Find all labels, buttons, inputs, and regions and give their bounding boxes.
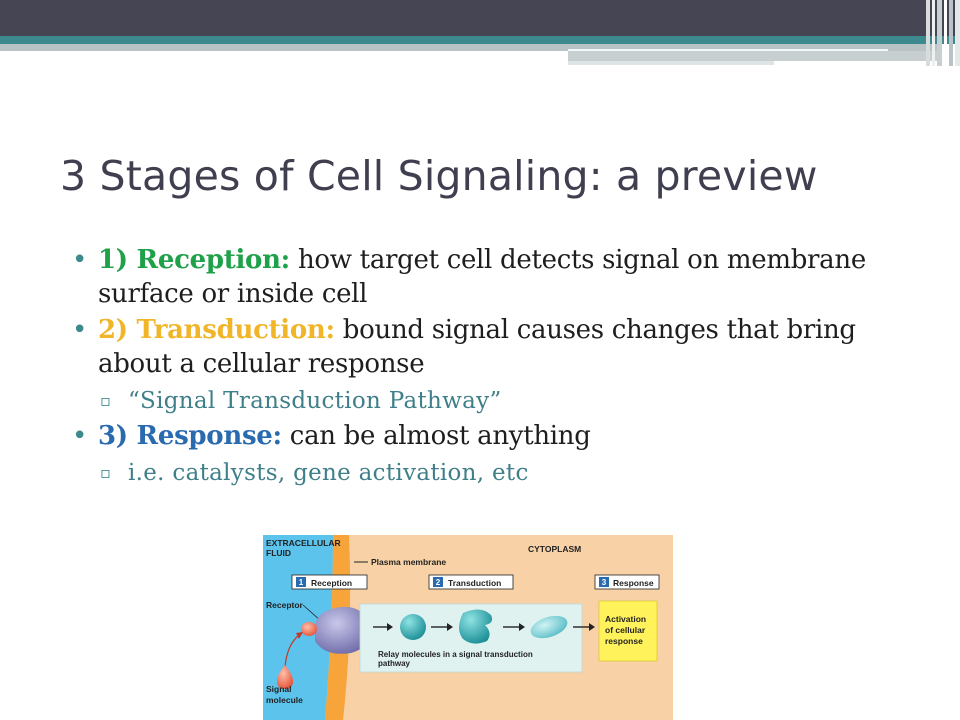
slide-title: 3 Stages of Cell Signaling: a preview <box>60 152 818 200</box>
stage-3-box: 3 Response <box>594 574 660 590</box>
bullet-reception: • 1) Reception: how target cell detects s… <box>72 243 872 311</box>
square-bullet-icon: ▫ <box>100 463 112 482</box>
extracellular-label-line2: FLUID <box>266 548 291 558</box>
sub-bullet-response: ▫ i.e. catalysts, gene activation, etc <box>72 455 872 491</box>
sub-bullet-text-transduction: “Signal Transduction Pathway” <box>128 388 502 414</box>
bullet-dot: • <box>72 315 88 345</box>
header-band-teal <box>0 36 960 44</box>
bullet-transduction: • 2) Transduction: bound signal causes ch… <box>72 313 872 381</box>
bullet-response: • 3) Response: can be almost anything <box>72 419 872 453</box>
stage-1-label: Reception <box>311 578 352 588</box>
signal-binding-arrow <box>284 634 300 668</box>
receptor-label: Receptor <box>266 600 304 610</box>
bound-signal-molecule <box>301 622 317 636</box>
relay-molecule-1 <box>400 614 426 640</box>
plasma-membrane-label: Plasma membrane <box>371 557 446 567</box>
pathway-arrows <box>373 623 595 631</box>
stage-2-label: Transduction <box>448 578 501 588</box>
activation-label-line1: Activation <box>605 614 646 624</box>
header-band-gray-short <box>568 51 940 61</box>
sub-bullet-text-response: i.e. catalysts, gene activation, etc <box>128 460 529 486</box>
relay-label-line1: Relay molecules in a signal transduction <box>378 650 533 659</box>
cytoplasm-label: CYTOPLASM <box>528 544 581 554</box>
receptor-protein <box>314 606 370 654</box>
relay-molecule-3 <box>530 615 568 639</box>
signal-molecule <box>277 665 293 689</box>
stage-3-number: 3 <box>602 578 607 587</box>
square-bullet-icon: ▫ <box>100 391 112 410</box>
cell-signaling-figure: EXTRACELLULAR FLUID CYTOPLASM Plasma mem… <box>263 535 673 720</box>
stage-1-box: 1 Reception <box>291 574 368 590</box>
header-band-dark <box>0 0 960 36</box>
bullet-list: • 1) Reception: how target cell detects s… <box>72 243 872 491</box>
stage-2-number: 2 <box>436 578 441 587</box>
header-vertical-stripes <box>926 0 960 66</box>
signal-binding-arrowhead <box>296 632 303 639</box>
bullet-term-reception: 1) Reception: <box>98 245 290 275</box>
activation-label-line3: response <box>605 636 643 646</box>
bullet-term-response: 3) Response: <box>98 421 282 451</box>
bullet-text-reception: how target cell detects signal on membra… <box>98 245 866 309</box>
bullet-text-response: can be almost anything <box>281 421 591 451</box>
signal-molecule-label-line1: Signal <box>266 684 292 694</box>
bullet-text-transduction: bound signal causes changes that bring a… <box>98 315 856 379</box>
relay-label-line2: pathway <box>378 659 411 668</box>
stage-1-number: 1 <box>299 578 304 587</box>
header-band-highlight <box>568 49 888 51</box>
extracellular-label-line1: EXTRACELLULAR <box>266 538 341 548</box>
stage-2-box: 2 Transduction <box>428 574 514 590</box>
bullet-term-transduction: 2) Transduction: <box>98 315 335 345</box>
signal-molecule-label-line2: molecule <box>266 695 303 705</box>
stage-3-label: Response <box>613 578 654 588</box>
relay-molecule-2 <box>459 609 493 644</box>
header-band-light <box>568 61 774 65</box>
sub-bullet-transduction: ▫ “Signal Transduction Pathway” <box>72 383 872 419</box>
header-band-gray <box>0 44 940 51</box>
bullet-dot: • <box>72 245 88 275</box>
activation-box <box>598 600 658 662</box>
bullet-dot: • <box>72 421 88 451</box>
activation-label-line2: of cellular <box>605 625 646 635</box>
